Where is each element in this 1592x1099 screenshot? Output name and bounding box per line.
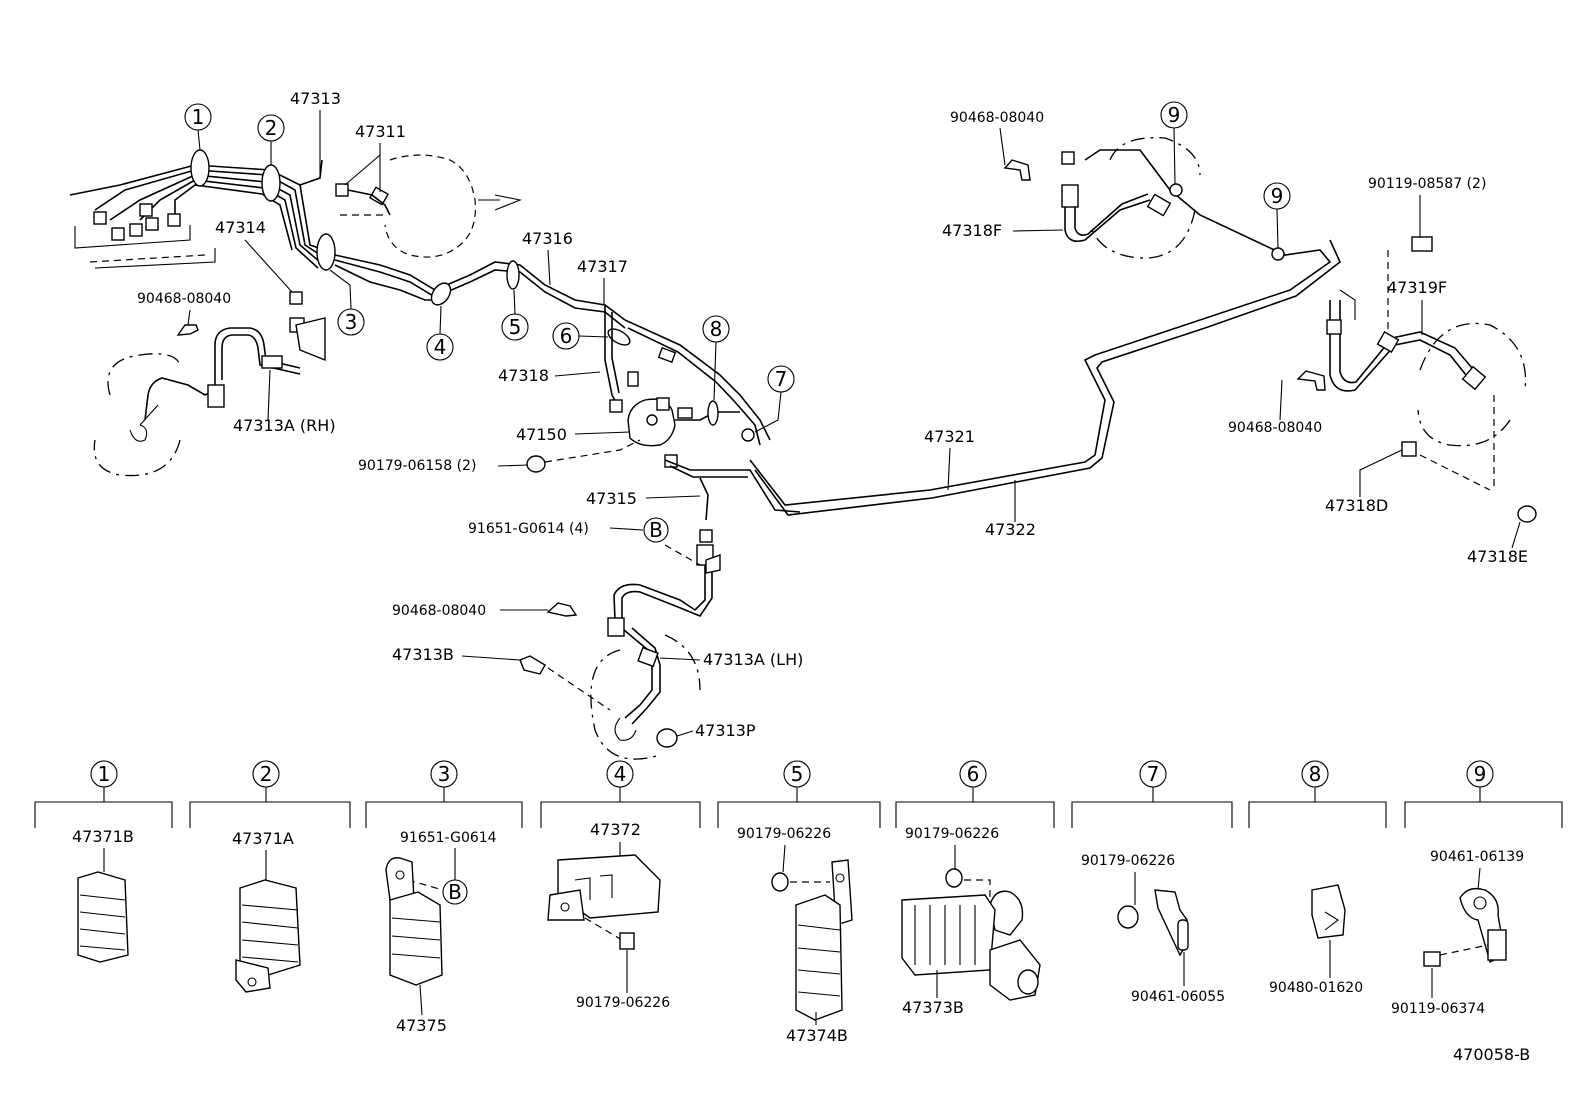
svg-text:9: 9 (1271, 184, 1284, 208)
part-labels: 47313 47311 47314 90468-08040 47313A (RH… (137, 89, 1528, 740)
label-47313A-RH: 47313A (RH) (233, 416, 336, 435)
callout-2: 2 (257, 114, 285, 165)
clamp-panel-9: 9 90461-06139 90119-06374 (1391, 760, 1563, 1017)
svg-text:91651-G0614: 91651-G0614 (400, 830, 497, 846)
svg-text:4: 4 (434, 335, 447, 359)
callout-1: 1 (184, 103, 212, 151)
label-90468-08040-b: 90468-08040 (392, 603, 486, 619)
svg-text:47375: 47375 (396, 1016, 447, 1035)
mid-brake-lines (334, 254, 771, 446)
label-91651-G0614-4: 91651-G0614 (4) (468, 521, 589, 537)
svg-text:3: 3 (345, 310, 358, 334)
svg-text:5: 5 (509, 315, 522, 339)
svg-text:90461-06139: 90461-06139 (1430, 849, 1524, 865)
label-47313B: 47313B (392, 645, 454, 664)
label-47313P: 47313P (695, 721, 756, 740)
brake-booster-outline (335, 154, 522, 258)
label-47317: 47317 (577, 257, 628, 276)
diagram-code: 470058-B (1453, 1045, 1530, 1064)
clamp-panel-6: 6 90179-06226 47373B (895, 760, 1055, 1017)
callout-7: 7 (754, 365, 795, 433)
svg-text:B: B (448, 880, 462, 904)
label-47315: 47315 (586, 489, 637, 508)
svg-text:90179-06226: 90179-06226 (737, 826, 831, 842)
label-47318: 47318 (498, 366, 549, 385)
callout-3: 3 (329, 269, 365, 336)
label-47150: 47150 (516, 425, 567, 444)
label-47314: 47314 (215, 218, 266, 237)
svg-text:9: 9 (1168, 103, 1181, 127)
svg-text:9: 9 (1474, 762, 1487, 786)
master-cylinder-line-bundle (69, 149, 336, 271)
clamp-panel-1: 1 47371B (34, 760, 173, 963)
rear-right-hose (1296, 236, 1537, 523)
label-90468-08040-d: 90468-08040 (1228, 420, 1322, 436)
svg-text:47374B: 47374B (786, 1026, 848, 1045)
svg-text:7: 7 (1147, 762, 1160, 786)
front-right-hose (93, 291, 326, 477)
callout-5: 5 (501, 289, 529, 341)
svg-text:2: 2 (265, 116, 278, 140)
svg-text:6: 6 (967, 762, 980, 786)
svg-text:47371B: 47371B (72, 827, 134, 846)
callout-4: 4 (426, 305, 454, 361)
label-47318E: 47318E (1467, 547, 1528, 566)
svg-text:90179-06226: 90179-06226 (905, 826, 999, 842)
label-47313: 47313 (290, 89, 341, 108)
rear-left-hose (1003, 137, 1201, 259)
clamp-panel-7: 7 90179-06226 90461-06055 (1071, 760, 1233, 1005)
label-47313A-LH: 47313A (LH) (703, 650, 803, 669)
label-47319F: 47319F (1387, 278, 1447, 297)
callout-6: 6 (552, 322, 609, 350)
svg-text:90179-06226: 90179-06226 (1081, 853, 1175, 869)
clamp-panel-4: 4 47372 90179-06226 (540, 760, 701, 1011)
svg-text:47371A: 47371A (232, 829, 294, 848)
clamp-panel-8: 8 90480-01620 (1248, 760, 1387, 996)
svg-text:2: 2 (260, 762, 273, 786)
proportioning-valve (526, 397, 801, 521)
svg-text:3: 3 (438, 762, 451, 786)
label-47322: 47322 (985, 520, 1036, 539)
callout-9-lower: 9 (1263, 182, 1291, 249)
svg-text:90480-01620: 90480-01620 (1269, 980, 1363, 996)
label-47316: 47316 (522, 229, 573, 248)
label-47311: 47311 (355, 122, 406, 141)
svg-text:47372: 47372 (590, 820, 641, 839)
svg-text:8: 8 (710, 317, 723, 341)
svg-text:90461-06055: 90461-06055 (1131, 989, 1225, 1005)
callout-9-upper: 9 (1160, 101, 1188, 185)
front-left-hose (519, 529, 721, 760)
svg-text:90179-06226: 90179-06226 (576, 995, 670, 1011)
svg-text:47373B: 47373B (902, 998, 964, 1017)
label-90468-08040-a: 90468-08040 (137, 291, 231, 307)
svg-text:6: 6 (560, 324, 573, 348)
callout-8: 8 (702, 315, 730, 401)
callout-b: B (643, 517, 669, 543)
clamp-panel-5: 5 90179-06226 47374B (717, 760, 881, 1045)
svg-text:1: 1 (192, 105, 205, 129)
label-90119-08587: 90119-08587 (2) (1368, 176, 1486, 192)
clamp-panel-2: 2 47371A (189, 760, 351, 993)
svg-text:1: 1 (98, 762, 111, 786)
svg-text:5: 5 (791, 762, 804, 786)
label-47318F: 47318F (942, 221, 1002, 240)
rear-brake-lines (749, 149, 1341, 516)
svg-text:B: B (649, 518, 663, 542)
svg-text:7: 7 (775, 367, 788, 391)
label-90179-06158: 90179-06158 (2) (358, 458, 476, 474)
label-47321: 47321 (924, 427, 975, 446)
svg-text:8: 8 (1309, 762, 1322, 786)
svg-text:90119-06374: 90119-06374 (1391, 1001, 1485, 1017)
label-90468-08040-c: 90468-08040 (950, 110, 1044, 126)
label-47318D: 47318D (1325, 496, 1388, 515)
clamp-panel-3: 3 91651-G0614 B 47375 (365, 760, 523, 1035)
svg-text:4: 4 (614, 762, 627, 786)
